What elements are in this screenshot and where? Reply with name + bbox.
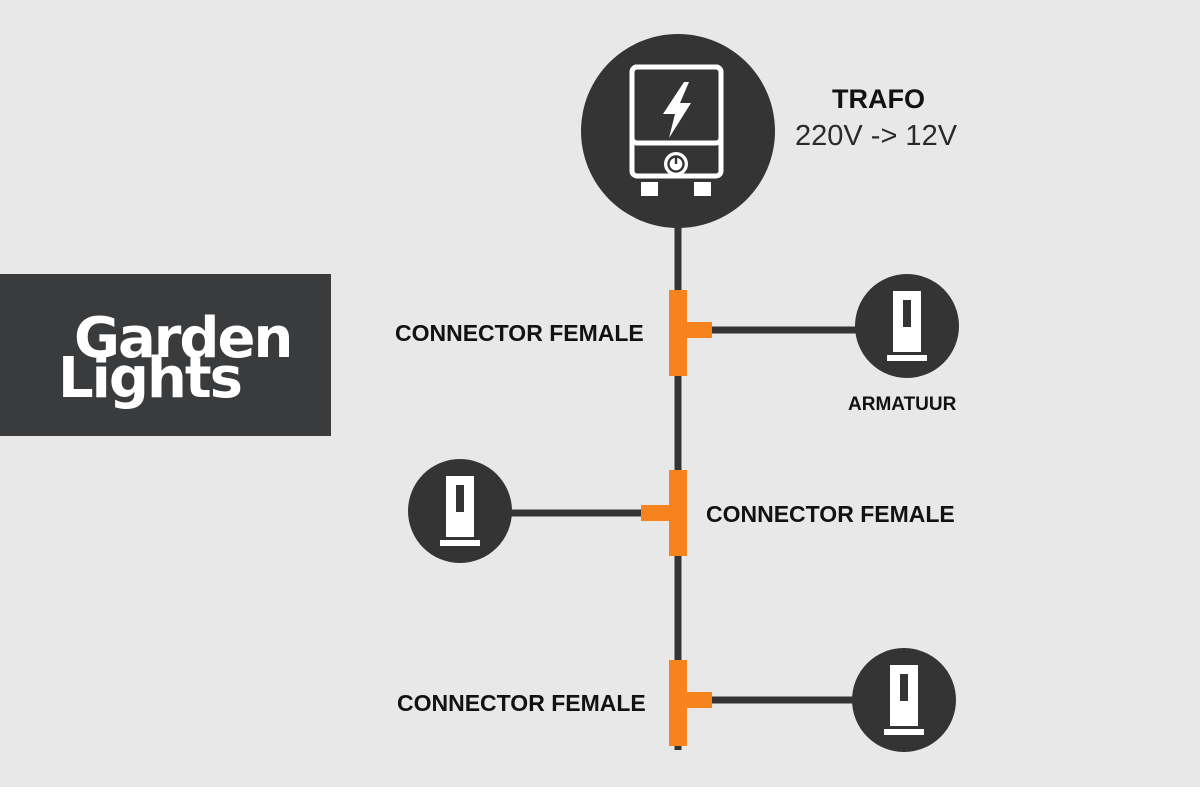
trafo-voltage: 220V -> 12V xyxy=(795,120,958,152)
connector-3-label: CONNECTOR FEMALE xyxy=(397,690,646,716)
connector-1-label: CONNECTOR FEMALE xyxy=(395,320,644,346)
transformer-icon xyxy=(581,34,775,228)
connector-1-icon xyxy=(669,290,712,376)
fixture-2 xyxy=(408,459,512,563)
connector-2-icon xyxy=(641,470,687,556)
fixture-1 xyxy=(855,274,959,378)
connector-2-label: CONNECTOR FEMALE xyxy=(706,501,955,527)
fixture-3 xyxy=(852,648,956,752)
fixture-1-label: ARMATUUR xyxy=(848,394,957,415)
logo-text-lights: Lights xyxy=(58,346,243,411)
connector-3-icon xyxy=(669,660,712,746)
trafo-title: TRAFO xyxy=(832,84,925,114)
logo-text-garden: Garden xyxy=(74,306,293,371)
logo-panel: Garden Lights xyxy=(0,274,331,436)
